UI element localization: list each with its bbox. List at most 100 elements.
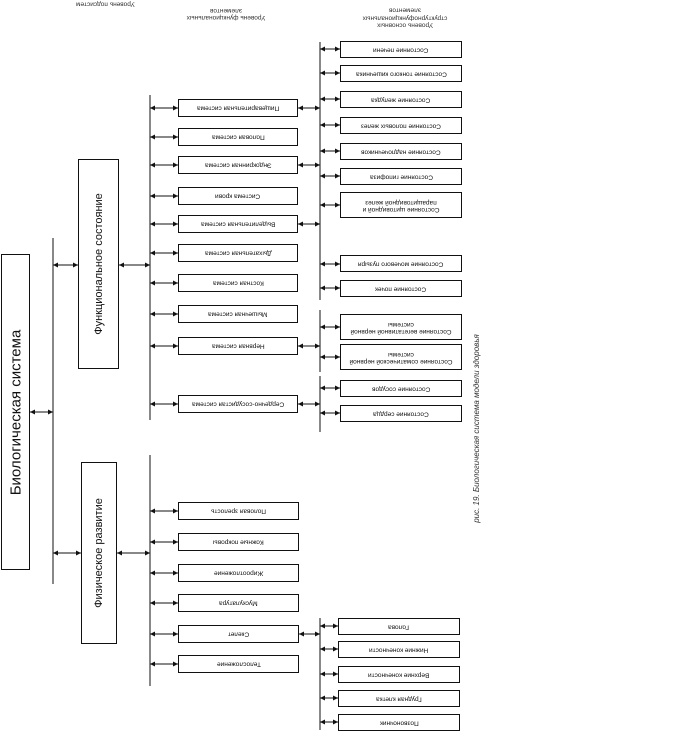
element-kidneys: Состояние почек [340, 280, 462, 297]
arrow-head [150, 193, 155, 199]
element-heart: Состояние сердца [340, 405, 462, 422]
arrow-head [173, 134, 178, 140]
system-endocrine: Эндокринная система [178, 156, 298, 174]
arrow-head [335, 122, 340, 128]
arrow-head [320, 324, 325, 330]
arrow-head [333, 646, 338, 652]
physical-puberty: Половая зрелость [178, 502, 299, 520]
system-skeletal: Костная система [178, 274, 298, 292]
skeleton-lower-limbs: Нижние конечности [338, 641, 460, 658]
arrow-head [333, 623, 338, 629]
system-excretory: Выделительная система [178, 215, 298, 233]
element-somatic-ns: Состояние соматической нервной системы [340, 344, 462, 370]
arrow-head [320, 385, 325, 391]
arrow-head [320, 96, 325, 102]
arrow-head [320, 695, 325, 701]
system-blood: Система крови [178, 187, 298, 205]
system-muscular: Мышечная система [178, 305, 298, 323]
arrow-head [320, 623, 325, 629]
arrow-head [73, 262, 78, 268]
element-small-intestine: Состояние тонкого кишечника [340, 65, 462, 82]
arrow-head [320, 202, 325, 208]
arrow-head [320, 354, 325, 360]
arrow-head [320, 148, 325, 154]
arrow-head [173, 311, 178, 317]
arrow-head [320, 70, 325, 76]
arrow-head [173, 193, 178, 199]
arrow-head [335, 285, 340, 291]
arrow-head [335, 96, 340, 102]
arrow-head [315, 401, 320, 407]
arrow-head [150, 508, 155, 514]
arrow-head [335, 202, 340, 208]
element-autonomic-ns: Состояние вегетативной нервной системы [340, 314, 462, 340]
arrow-head [298, 343, 303, 349]
arrow-head [150, 280, 155, 286]
caption-functional-systems: Уровень функциональных элементов [186, 6, 265, 21]
arrow-head [320, 173, 325, 179]
arrow-head [320, 261, 325, 267]
arrow-head [53, 550, 58, 556]
arrow-head [320, 646, 325, 652]
arrow-head [150, 343, 155, 349]
arrow-head [119, 262, 124, 268]
arrow-head [173, 401, 178, 407]
element-adrenals: Состояние надпочечников [340, 143, 462, 160]
arrow-head [145, 262, 150, 268]
arrow-head [173, 250, 178, 256]
element-stomach: Состояние желудка [340, 91, 462, 108]
element-thyroid: Состояние щитовидной и паращитовидной же… [340, 192, 462, 218]
arrow-head [315, 343, 320, 349]
arrow-head [315, 105, 320, 111]
arrow-head [333, 671, 338, 677]
arrow-head [335, 324, 340, 330]
arrow-head [145, 550, 150, 556]
arrow-head [173, 631, 178, 637]
element-liver: Состояние печени [340, 41, 462, 58]
arrow-head [173, 600, 178, 606]
arrow-head [173, 162, 178, 168]
physical-build: Телосложение [178, 655, 299, 673]
arrow-head [150, 105, 155, 111]
physical-development-box: Физическое развитие [81, 462, 117, 644]
element-vessels: Состояние сосудов [340, 380, 462, 397]
system-reproductive: Половая система [178, 128, 298, 146]
arrow-head [335, 70, 340, 76]
arrow-head [150, 570, 155, 576]
arrow-head [315, 631, 320, 637]
physical-skeleton: Скелет [178, 625, 299, 643]
arrow-head [298, 221, 303, 227]
arrow-head [150, 134, 155, 140]
arrow-head [150, 631, 155, 637]
arrow-head [150, 250, 155, 256]
skeleton-spine: Позвоночник [338, 714, 460, 731]
system-nervous: Нервная система [178, 337, 298, 355]
skeleton-head: Голова [338, 618, 460, 635]
arrow-head [320, 122, 325, 128]
arrow-head [315, 221, 320, 227]
arrow-head [333, 719, 338, 725]
physical-muscles: Мускулатура [178, 594, 299, 612]
arrow-head [335, 46, 340, 52]
system-cardiovascular: Сердечно-сосудистая система [178, 395, 298, 413]
arrow-head [320, 719, 325, 725]
arrow-head [150, 221, 155, 227]
arrow-head [320, 285, 325, 291]
arrow-head [53, 262, 58, 268]
arrow-head [150, 600, 155, 606]
arrow-head [298, 401, 303, 407]
figure-caption: рис. 19. Биологическая система модели зд… [471, 333, 481, 523]
arrow-head [173, 280, 178, 286]
arrow-head [150, 311, 155, 317]
arrow-head [335, 354, 340, 360]
skeleton-chest: Грудная клетка [338, 690, 460, 707]
arrow-head [173, 343, 178, 349]
caption-structural-elements: Уровень основных структурнофункциональны… [362, 6, 448, 29]
arrow-head [335, 148, 340, 154]
arrow-head [173, 221, 178, 227]
arrow-head [150, 661, 155, 667]
physical-fat: Жироотложение [178, 564, 299, 582]
skeleton-upper-limbs: Верхние конечности [338, 666, 460, 683]
arrow-head [320, 46, 325, 52]
